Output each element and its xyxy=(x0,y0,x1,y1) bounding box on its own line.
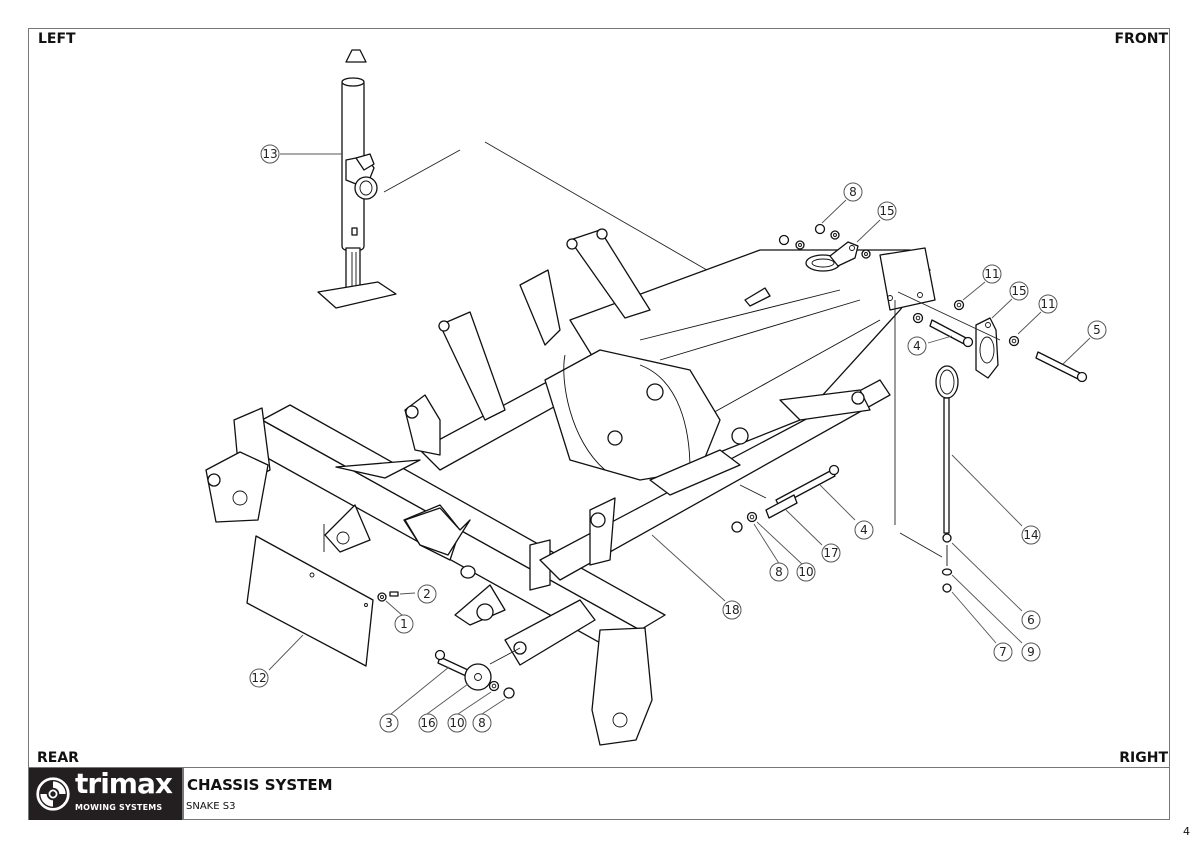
callout-9: 9 xyxy=(1021,642,1041,662)
svg-text:7: 7 xyxy=(999,645,1007,659)
callout-7: 7 xyxy=(993,642,1013,662)
svg-text:1: 1 xyxy=(400,617,408,631)
callout-4-pin: 4 xyxy=(854,520,874,540)
callout-12: 12 xyxy=(249,668,269,688)
jack-stand xyxy=(317,49,397,309)
callout-8-pin: 8 xyxy=(769,562,789,582)
callout-18: 18 xyxy=(722,600,742,620)
svg-text:15: 15 xyxy=(879,204,894,218)
svg-text:3: 3 xyxy=(385,716,393,730)
tow-eye-top-assembly xyxy=(778,223,871,272)
flap-fasteners xyxy=(377,591,399,602)
orientation-label-right: RIGHT xyxy=(1119,750,1168,766)
title-block-divider xyxy=(182,768,184,820)
callout-11-left: 11 xyxy=(982,264,1002,284)
svg-text:8: 8 xyxy=(775,565,783,579)
assembly-line-jack xyxy=(383,141,746,293)
svg-text:4: 4 xyxy=(860,523,868,537)
callout-4-front: 4 xyxy=(907,336,927,356)
svg-text:4: 4 xyxy=(913,339,921,353)
title-block xyxy=(28,767,1170,820)
svg-text:8: 8 xyxy=(849,185,857,199)
svg-text:17: 17 xyxy=(823,546,838,560)
callout-16: 16 xyxy=(418,713,438,733)
callout-13: 13 xyxy=(260,144,280,164)
orientation-label-rear: REAR xyxy=(37,750,79,766)
svg-text:11: 11 xyxy=(1040,297,1055,311)
front-pin-assembly xyxy=(731,464,840,533)
svg-text:5: 5 xyxy=(1093,323,1101,337)
tow-eye-side-assembly xyxy=(897,291,1088,383)
callout-10-rear: 10 xyxy=(447,713,467,733)
svg-text:10: 10 xyxy=(449,716,464,730)
svg-text:15: 15 xyxy=(1011,284,1026,298)
mud-flap xyxy=(246,524,374,667)
callout-2: 2 xyxy=(417,584,437,604)
svg-text:10: 10 xyxy=(798,565,813,579)
logo-brand-text: trimax xyxy=(75,768,173,800)
leader-lines xyxy=(268,153,1091,715)
drawing-title: CHASSIS SYSTEM xyxy=(187,776,333,794)
page-number: 4 xyxy=(1183,825,1190,838)
callout-8-rear: 8 xyxy=(472,713,492,733)
svg-text:16: 16 xyxy=(420,716,435,730)
callout-5: 5 xyxy=(1087,320,1107,340)
svg-text:14: 14 xyxy=(1023,528,1038,542)
svg-text:11: 11 xyxy=(984,267,999,281)
drawing-sheet-border xyxy=(28,28,1170,820)
svg-text:18: 18 xyxy=(724,603,739,617)
orientation-label-front: FRONT xyxy=(1114,31,1168,47)
callout-6: 6 xyxy=(1021,610,1041,630)
svg-text:2: 2 xyxy=(423,587,431,601)
callout-3: 3 xyxy=(379,713,399,733)
callout-15-side: 15 xyxy=(1009,281,1029,301)
callout-10-pin: 10 xyxy=(796,562,816,582)
drawing-subtitle: SNAKE S3 xyxy=(186,801,236,812)
svg-text:8: 8 xyxy=(478,716,486,730)
callout-14: 14 xyxy=(1021,525,1041,545)
callout-11-right: 11 xyxy=(1038,294,1058,314)
logo-tagline: MOWING SYSTEMS xyxy=(75,803,163,812)
trimax-logo: trimax MOWING SYSTEMS xyxy=(29,768,182,820)
trimax-swirl-icon xyxy=(36,777,70,811)
callout-15-top: 15 xyxy=(877,201,897,221)
svg-text:12: 12 xyxy=(251,671,266,685)
callout-17: 17 xyxy=(821,543,841,563)
svg-text:6: 6 xyxy=(1027,613,1035,627)
callout-1: 1 xyxy=(394,614,414,634)
svg-text:9: 9 xyxy=(1027,645,1035,659)
rear-roller-assembly xyxy=(434,647,521,699)
ring-pin-assembly xyxy=(894,300,959,593)
svg-text:13: 13 xyxy=(262,147,277,161)
callout-8-top: 8 xyxy=(843,182,863,202)
orientation-label-left: LEFT xyxy=(38,31,76,47)
chassis-frame xyxy=(205,228,936,746)
